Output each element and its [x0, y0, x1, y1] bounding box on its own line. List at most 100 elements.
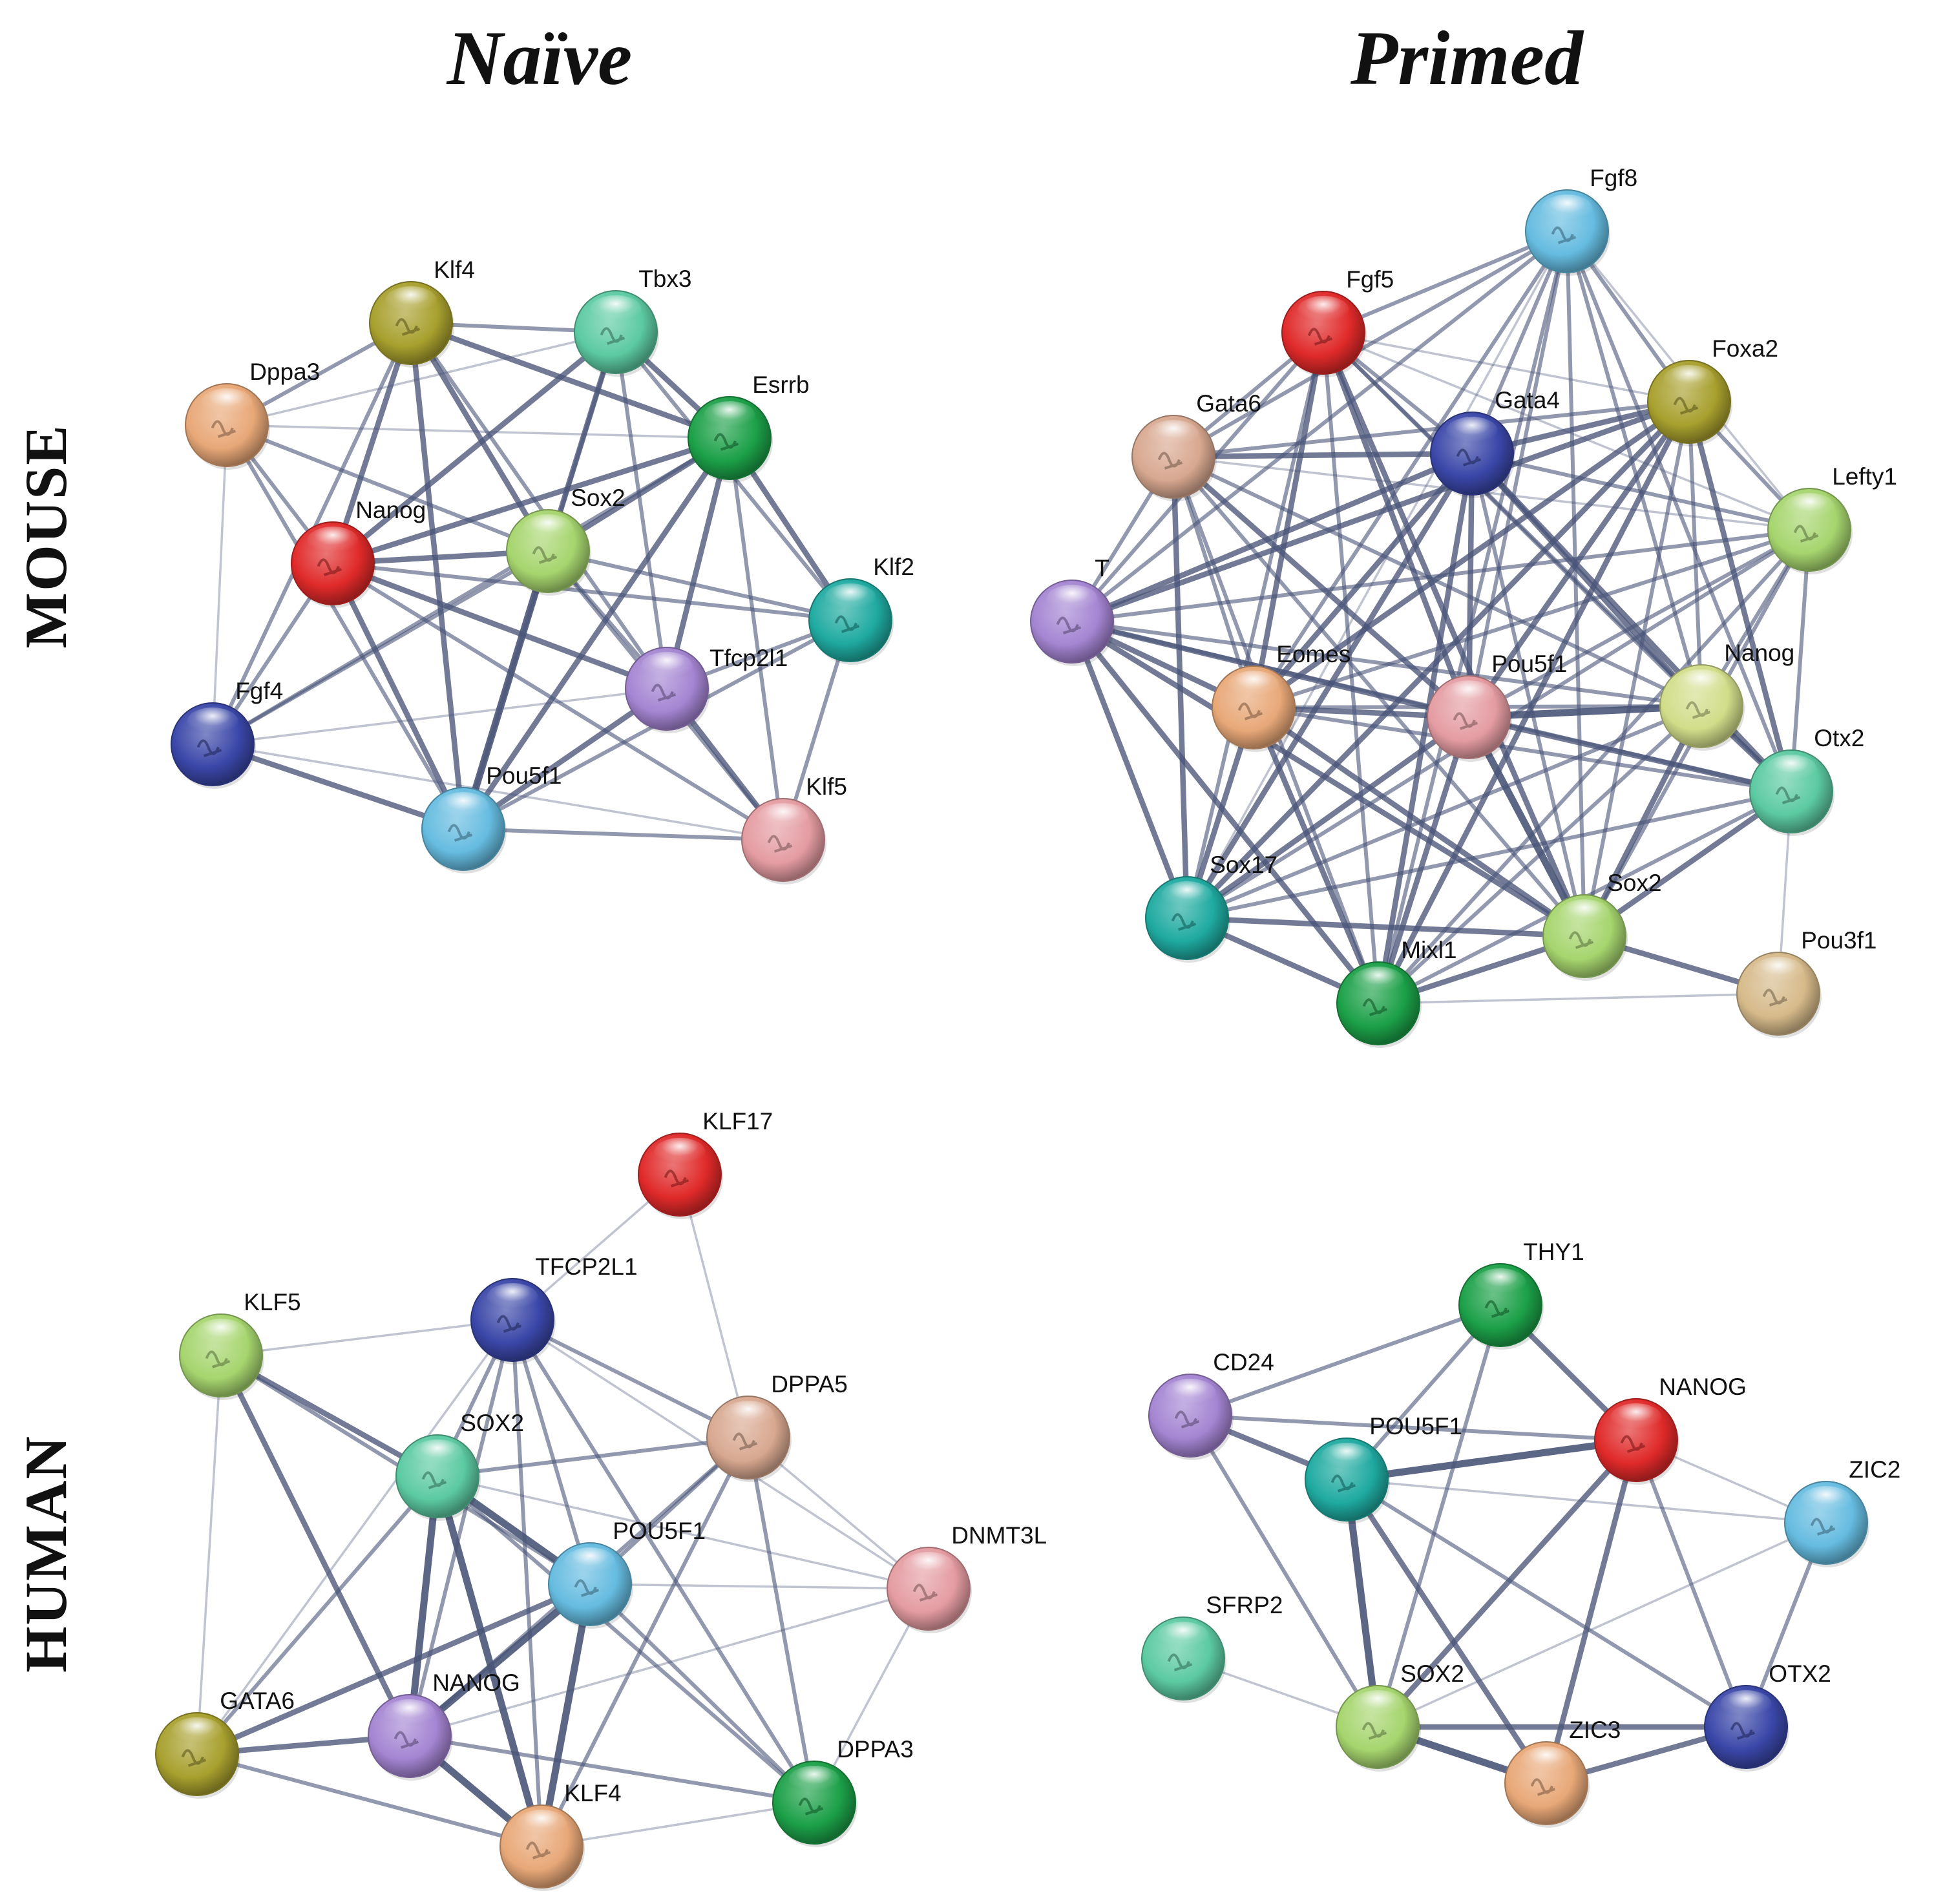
- edge-fgf5-sox2: [1320, 330, 1588, 939]
- sphere-highlight: [1298, 296, 1349, 324]
- node-klf5[interactable]: KLF5: [179, 1289, 301, 1400]
- node-label: Klf4: [434, 256, 475, 283]
- node-nanog[interactable]: Nanog: [1659, 640, 1794, 751]
- node-pou3f1[interactable]: Pou3f1: [1736, 927, 1876, 1038]
- edge-dppa3-pou5f1: [225, 423, 465, 831]
- node-pou5f1[interactable]: Pou5f1: [1427, 651, 1567, 762]
- node-foxa2[interactable]: Foxa2: [1647, 335, 1778, 446]
- edge-sox2-dppa3: [436, 1474, 816, 1805]
- edge-fgf5-sox17: [1185, 331, 1325, 920]
- node-sox2[interactable]: SOX2: [395, 1410, 524, 1521]
- node-pou5f1[interactable]: Pou5f1: [421, 762, 562, 874]
- node-nanog[interactable]: Nanog: [291, 497, 426, 608]
- node-cd24[interactable]: CD24: [1148, 1349, 1274, 1460]
- edge-gata4-sox2: [1470, 452, 1586, 938]
- edge-pou5f1-sox17: [1184, 714, 1472, 921]
- node-tfcp2l1[interactable]: TFCP2L1: [470, 1253, 638, 1365]
- node-fgf4[interactable]: Fgf4: [171, 678, 283, 789]
- edge-klf4-tfcp2l1: [409, 321, 669, 691]
- sphere-highlight: [1157, 1622, 1209, 1650]
- node-gata6[interactable]: GATA6: [155, 1688, 295, 1799]
- node-klf5[interactable]: Klf5: [741, 773, 847, 884]
- edge-sox2-klf2: [546, 549, 852, 622]
- edge-zic2-sox2: [1376, 1522, 1827, 1728]
- edge-nanog-klf2: [331, 561, 852, 622]
- edge-dppa3-esrrb: [226, 424, 731, 439]
- edge-klf5-gata6: [196, 1354, 222, 1755]
- node-nanog[interactable]: NANOG: [1594, 1374, 1747, 1485]
- node-pou5f1[interactable]: POU5F1: [1305, 1413, 1462, 1524]
- node-nanog[interactable]: NANOG: [368, 1669, 520, 1781]
- node-label: Otx2: [1814, 725, 1864, 751]
- sphere-highlight: [385, 286, 437, 315]
- node-gata6[interactable]: Gata6: [1131, 390, 1261, 501]
- node-label: POU5F1: [1369, 1413, 1462, 1439]
- node-gata4[interactable]: Gata4: [1430, 387, 1560, 498]
- edge-tbx3-dppa3: [226, 331, 617, 426]
- node-sox17[interactable]: Sox17: [1145, 852, 1277, 963]
- node-sfrp2[interactable]: SFRP2: [1141, 1592, 1283, 1703]
- node-label: Fgf4: [235, 678, 283, 704]
- protein-structure-icon: [1157, 452, 1183, 470]
- edge-esrrb-tfcp2l1: [664, 435, 733, 692]
- protein-structure-icon: [1685, 701, 1711, 719]
- protein-structure-icon: [1762, 989, 1788, 1007]
- node-fgf8[interactable]: Fgf8: [1525, 165, 1637, 276]
- edge-pou5f1-nanog: [1343, 1436, 1640, 1483]
- node-klf2[interactable]: Klf2: [808, 554, 914, 665]
- column-title-primed: Primed: [1350, 15, 1584, 101]
- edge-fgf8-fgf5: [1321, 229, 1569, 335]
- node-fgf5[interactable]: Fgf5: [1281, 266, 1394, 377]
- sphere-highlight: [1148, 420, 1199, 448]
- row-title-human: HUMAN: [13, 1435, 79, 1673]
- node-esrrb[interactable]: Esrrb: [688, 371, 810, 483]
- edge-eomes-otx2: [1252, 706, 1793, 793]
- node-label: Nanog: [1724, 640, 1794, 666]
- node-klf17[interactable]: KLF17: [638, 1108, 773, 1219]
- sphere-highlight: [1752, 957, 1804, 985]
- protein-structure-icon: [1551, 226, 1577, 244]
- node-tbx3[interactable]: Tbx3: [574, 266, 691, 377]
- node-sox2[interactable]: SOX2: [1336, 1660, 1464, 1772]
- node-dppa3[interactable]: DPPA3: [772, 1736, 914, 1847]
- edge-pou5f1-zic3: [1343, 1476, 1550, 1786]
- edge-sox2-fgf4: [211, 549, 550, 746]
- protein-structure-icon: [421, 1471, 447, 1489]
- node-tfcp2l1[interactable]: Tfcp2l1: [625, 645, 788, 733]
- edge-gata4-t: [1069, 450, 1475, 625]
- node-t[interactable]: T: [1030, 555, 1115, 666]
- node-otx2[interactable]: OTX2: [1704, 1660, 1831, 1772]
- edge-sox2-gata6: [195, 1474, 439, 1756]
- node-eomes[interactable]: Eomes: [1212, 641, 1351, 752]
- node-dnmt3l[interactable]: DNMT3L: [887, 1522, 1047, 1633]
- node-label: GATA6: [220, 1688, 295, 1714]
- edge-fgf5-mixl1: [1321, 331, 1380, 1005]
- node-label: Klf2: [873, 554, 914, 580]
- node-zic3[interactable]: ZIC3: [1504, 1717, 1621, 1828]
- node-klf4[interactable]: Klf4: [369, 256, 475, 368]
- node-sox2[interactable]: Sox2: [1542, 870, 1662, 981]
- node-dppa5[interactable]: DPPA5: [706, 1371, 848, 1482]
- node-label: T: [1095, 555, 1109, 581]
- node-thy1[interactable]: THY1: [1458, 1239, 1584, 1350]
- node-label: ZIC2: [1849, 1456, 1900, 1483]
- edge-klf17-dppa5: [678, 1173, 750, 1439]
- edge-thy1-sox2: [1376, 1303, 1502, 1729]
- node-klf4[interactable]: KLF4: [499, 1780, 622, 1891]
- protein-structure-icon: [1453, 712, 1478, 730]
- node-otx2[interactable]: Otx2: [1749, 725, 1864, 836]
- node-sox2[interactable]: Sox2: [506, 485, 625, 596]
- edge-sox17-sox2: [1184, 915, 1588, 939]
- edge-eomes-mixl1: [1250, 704, 1382, 1007]
- sphere-highlight: [704, 401, 755, 430]
- node-pou5f1[interactable]: POU5F1: [548, 1518, 706, 1629]
- edge-esrrb-klf5: [728, 436, 785, 842]
- edge-sox2-dnmt3l: [436, 1475, 930, 1590]
- node-mixl1[interactable]: Mixl1: [1336, 937, 1457, 1048]
- edge-thy1-cd24: [1188, 1303, 1502, 1418]
- column-title-naive: Naïve: [446, 15, 633, 101]
- edge-klf4-nanog: [330, 320, 414, 567]
- node-dppa3[interactable]: Dppa3: [185, 359, 320, 470]
- node-zic2[interactable]: ZIC2: [1784, 1456, 1900, 1567]
- node-lefty1[interactable]: Lefty1: [1767, 463, 1897, 574]
